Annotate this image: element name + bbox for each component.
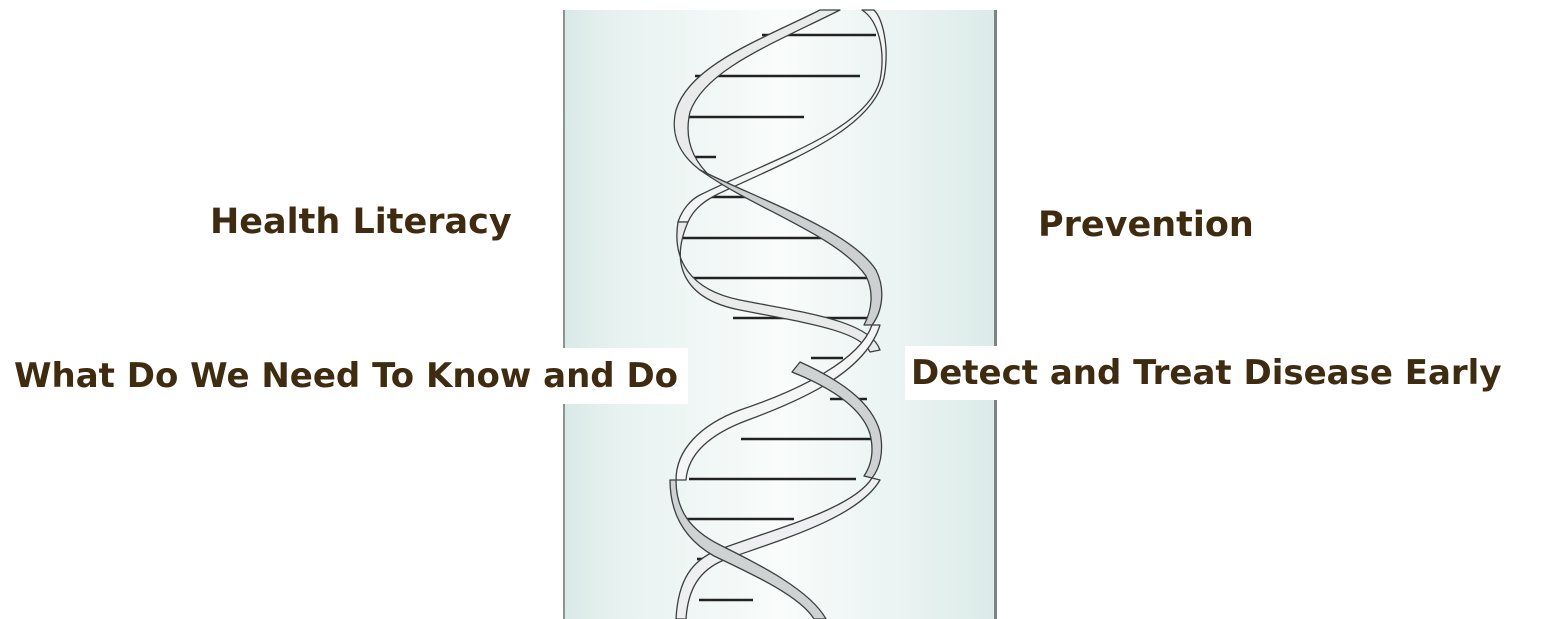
helix-strands	[670, 10, 886, 619]
helix-strand-segment	[792, 362, 882, 478]
health-literacy-label: Health Literacy	[210, 200, 512, 244]
know-and-do-label: What Do We Need To Know and Do	[0, 348, 688, 404]
helix-strand-segment	[677, 222, 880, 352]
prevention-label: Prevention	[1038, 203, 1254, 247]
detect-and-treat-label: Detect and Treat Disease Early	[905, 346, 1507, 400]
